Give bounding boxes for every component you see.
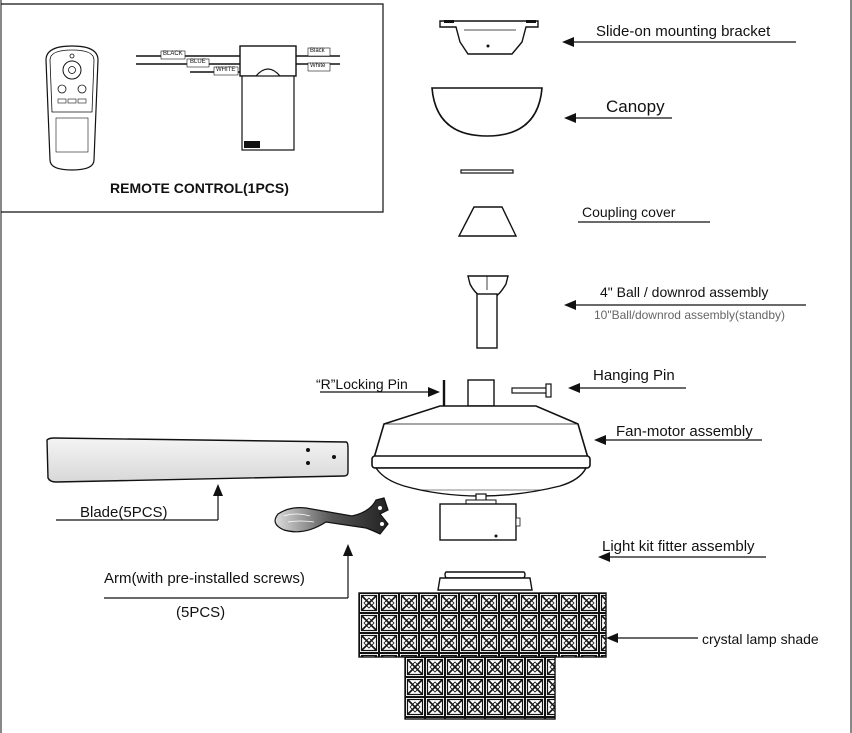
wire-label-white-left: WHITE bbox=[216, 67, 236, 73]
label-canopy: Canopy bbox=[606, 97, 665, 116]
label-downrod-assembly: 4" Ball / downrod assembly bbox=[600, 284, 769, 300]
canopy-ring-illustration bbox=[460, 169, 514, 174]
wire-label-black-left: BLACK bbox=[163, 51, 183, 57]
mounting-bracket-illustration bbox=[439, 20, 539, 55]
blade-illustration bbox=[46, 437, 349, 483]
label-light-kit: Light kit fitter assembly bbox=[602, 538, 755, 555]
downrod-illustration bbox=[467, 275, 509, 349]
label-arm-quantity: (5PCS) bbox=[176, 604, 226, 621]
label-downrod-standby: 10"Ball/downrod assembly(standby) bbox=[594, 308, 786, 322]
receiver-wiring-illustration bbox=[136, 45, 340, 151]
label-blade: Blade(5PCS) bbox=[80, 504, 168, 521]
label-coupling-cover: Coupling cover bbox=[582, 204, 676, 220]
crystal-lamp-shade-illustration bbox=[358, 592, 607, 720]
coupling-cover-illustration bbox=[457, 206, 518, 237]
remote-handset-illustration bbox=[45, 45, 99, 171]
label-arm: Arm(with pre-installed screws) bbox=[104, 570, 305, 587]
wire-label-blue: BLUE bbox=[190, 59, 206, 65]
label-mounting-bracket: Slide-on mounting bracket bbox=[596, 23, 771, 40]
wire-label-black-right: Black bbox=[310, 48, 325, 54]
remote-control-frame bbox=[1, 3, 384, 213]
label-hanging-pin: Hanging Pin bbox=[593, 367, 675, 384]
canopy-illustration bbox=[431, 87, 543, 137]
hanging-pin-illustration bbox=[511, 383, 552, 398]
leader-lines bbox=[56, 37, 806, 643]
fan-motor-illustration bbox=[371, 379, 591, 541]
label-fan-motor: Fan-motor assembly bbox=[616, 423, 753, 440]
remote-control-title: REMOTE CONTROL(1PCS) bbox=[110, 180, 289, 196]
wire-label-white-right: White bbox=[310, 63, 326, 69]
light-kit-illustration bbox=[437, 571, 533, 591]
arm-illustration bbox=[274, 497, 389, 535]
label-locking-pin: “R”Locking Pin bbox=[316, 376, 408, 392]
label-crystal-lamp-shade: crystal lamp shade bbox=[702, 631, 819, 647]
